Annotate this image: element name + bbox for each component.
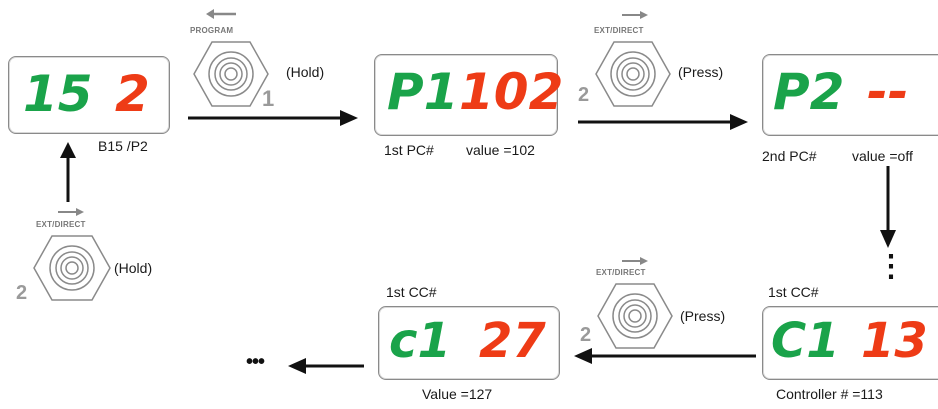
arrow-up xyxy=(60,142,76,202)
display-right-digits: 27 xyxy=(479,313,546,369)
left-arrow-icon xyxy=(206,9,236,19)
display-left-digits: P2 xyxy=(773,63,845,121)
caption-pc-value: value =off xyxy=(852,148,913,164)
switch-action: (Press) xyxy=(678,64,724,80)
footswitch-program[interactable] xyxy=(192,38,270,110)
arrow-down xyxy=(880,166,896,248)
arrow-right xyxy=(188,110,358,126)
display-b15-p2: 15 2 xyxy=(8,56,170,134)
display-c1-113: C1 13 xyxy=(762,306,938,380)
switch-number: 2 xyxy=(580,324,592,346)
switch-arrow-icon xyxy=(58,208,84,216)
switch-arrow-icon xyxy=(622,11,648,19)
switch-arrow-icon xyxy=(622,257,648,265)
display-right-digits: 2 xyxy=(115,65,150,123)
display-left-digits: C1 xyxy=(771,313,840,369)
caption-cc-number: 1st CC# xyxy=(386,284,437,300)
switch-action: (Hold) xyxy=(114,260,153,276)
switch-label: EXT/DIRECT xyxy=(594,26,644,35)
switch-label: EXT/DIRECT xyxy=(596,268,646,277)
caption-cc-value: Value =127 xyxy=(422,386,493,402)
caption-cc-number: 1st CC# xyxy=(768,284,819,300)
footswitch-ext-direct-hold[interactable] xyxy=(32,232,112,304)
display-p2-off: P2 -- xyxy=(762,54,938,136)
display-left-digits: 15 xyxy=(23,65,93,123)
switch-action: (Press) xyxy=(680,308,726,324)
arrow-left xyxy=(288,358,364,374)
display-left-digits: P1 xyxy=(387,63,459,121)
switch-number: 2 xyxy=(16,282,28,304)
display-p1-102: P1 102 xyxy=(374,54,563,136)
footswitch-ext-direct-press[interactable] xyxy=(596,280,674,352)
display-right-digits: 13 xyxy=(861,313,928,369)
continuation-dots-horizontal: ••• xyxy=(246,351,265,373)
switch-label: PROGRAM xyxy=(190,26,234,35)
switch-number: 2 xyxy=(578,84,590,106)
caption-pc-number: 1st PC# xyxy=(384,142,434,158)
display-left-digits: c1 xyxy=(389,313,451,369)
caption-b15-p2: B15 /P2 xyxy=(98,138,148,154)
switch-action: (Hold) xyxy=(286,64,325,80)
arrow-right xyxy=(578,114,748,130)
footswitch-ext-direct-press[interactable] xyxy=(594,38,672,110)
caption-controller-number: Controller # =113 xyxy=(776,386,883,402)
arrow-left xyxy=(574,348,756,364)
switch-label: EXT/DIRECT xyxy=(36,220,86,229)
continuation-dots-vertical: ⋮ xyxy=(876,250,906,283)
caption-pc-number: 2nd PC# xyxy=(762,148,817,164)
switch-number: 1 xyxy=(262,86,275,111)
display-c1-127: c1 27 xyxy=(378,306,560,380)
display-right-digits: -- xyxy=(867,63,909,121)
caption-pc-value: value =102 xyxy=(466,142,535,158)
display-right-digits: 102 xyxy=(459,63,564,121)
